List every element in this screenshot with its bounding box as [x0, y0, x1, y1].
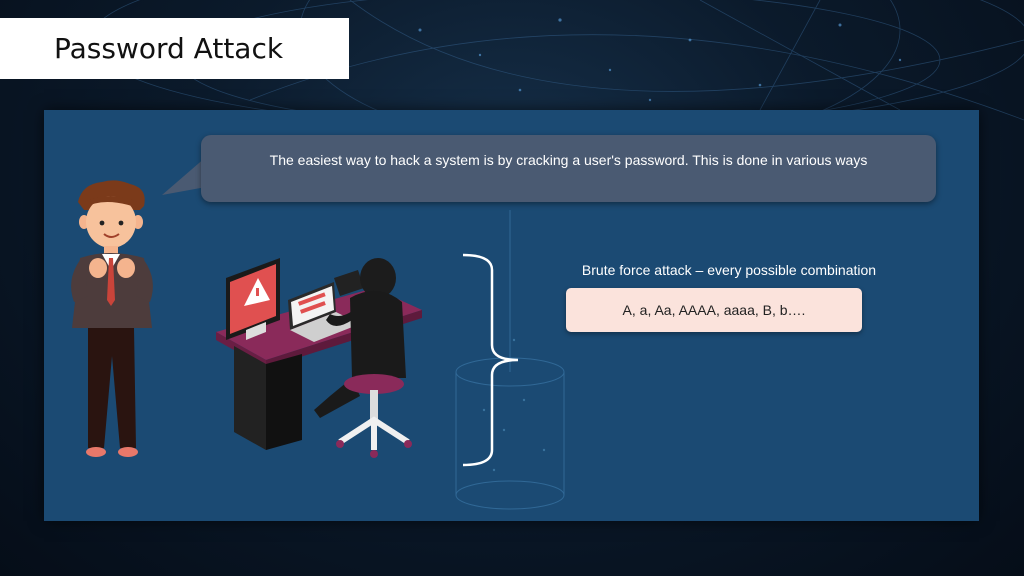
content-panel: The easiest way to hack a system is by c… — [44, 110, 979, 521]
brute-force-label: Brute force attack – every possible comb… — [581, 262, 877, 278]
speech-bubble: The easiest way to hack a system is by c… — [201, 135, 936, 202]
presenter-character-icon — [71, 180, 153, 457]
brute-force-example-text: A, a, Aa, AAAA, aaaa, B, b…. — [622, 302, 806, 318]
slide-title: Password Attack — [54, 32, 284, 65]
panel-background-art — [455, 210, 565, 510]
right-brace-icon — [462, 253, 519, 467]
brute-force-example-box: A, a, Aa, AAAA, aaaa, B, b…. — [566, 288, 862, 332]
hacker-desk-illustration — [216, 258, 422, 458]
speech-text: The easiest way to hack a system is by c… — [269, 151, 868, 168]
slide-title-box: Password Attack — [0, 18, 349, 79]
speech-bubble-tail — [162, 157, 206, 195]
